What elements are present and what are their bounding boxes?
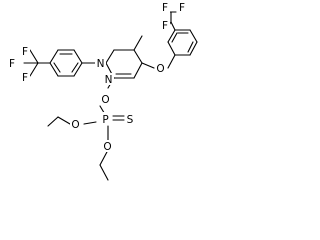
- chemical-structure-diagram: F F F F F F N N: [7, 1, 198, 181]
- oxygen-atom-aryl-ether: O: [155, 62, 166, 75]
- atom-labels: F F F F F F N N: [7, 1, 187, 153]
- phosphorus-label: P: [102, 114, 108, 126]
- nitrogen-label-upper: N: [97, 58, 105, 70]
- nitrogen-atom-upper: N: [95, 57, 106, 70]
- fluorine-atom-6: F: [20, 71, 30, 84]
- fluorine-label-2: F: [179, 2, 185, 14]
- fluorine-label-6: F: [22, 72, 28, 84]
- phosphorus-atom: P: [100, 112, 111, 126]
- nitrogen-label-lower: N: [105, 74, 113, 86]
- fluorine-label-4: F: [22, 46, 28, 58]
- fluorine-atom-3: F: [160, 19, 170, 32]
- fluorine-label-3: F: [162, 20, 168, 32]
- oxygen-atom-ethoxy-left: O: [70, 118, 81, 131]
- sulfur-atom: S: [125, 112, 135, 126]
- oxygen-atom-ethoxy-right: O: [102, 140, 113, 153]
- sulfur-label: S: [127, 114, 134, 126]
- oxygen-label-aryl-ether: O: [156, 63, 164, 75]
- fluorine-label-5: F: [9, 58, 15, 70]
- fluorine-atom-1: F: [160, 1, 170, 14]
- oxygen-label-ethoxy-left: O: [71, 119, 79, 131]
- oxygen-atom-phosphate: O: [100, 93, 111, 106]
- fluorine-label-1: F: [162, 2, 168, 14]
- nitrogen-atom-lower: N: [103, 73, 114, 86]
- fluorine-atom-2: F: [177, 1, 187, 14]
- oxygen-label-phosphate: O: [101, 94, 109, 106]
- oxygen-label-ethoxy-right: O: [103, 141, 111, 153]
- fluorine-atom-4: F: [20, 45, 30, 58]
- fluorine-atom-5: F: [7, 57, 17, 70]
